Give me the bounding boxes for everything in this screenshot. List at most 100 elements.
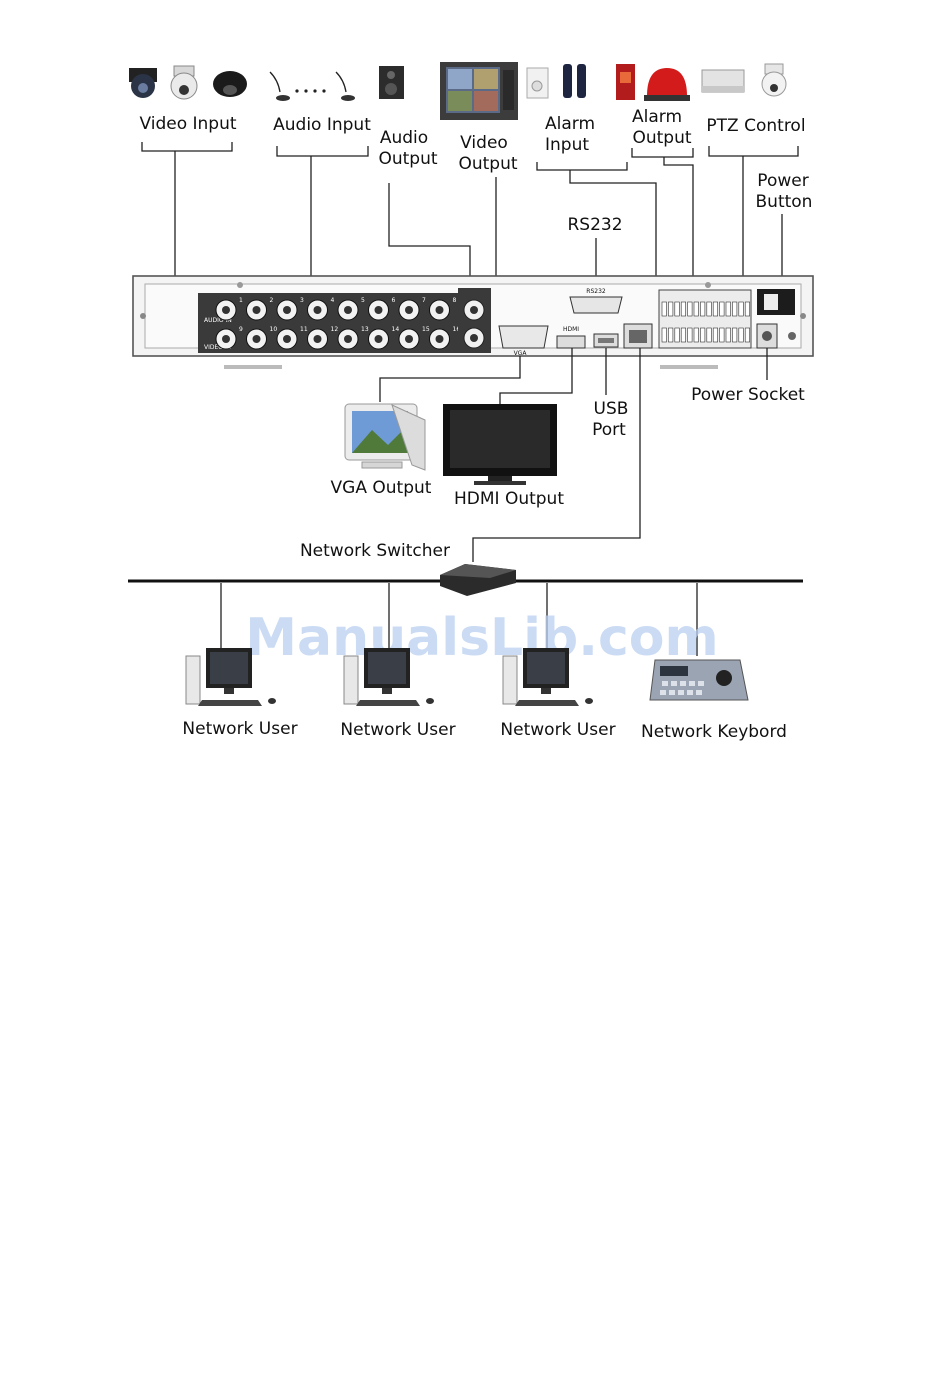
- terminal-pin: [738, 327, 744, 343]
- terminal-pin: [661, 301, 667, 317]
- network-user-computers: [185, 648, 593, 706]
- terminal-pin: [725, 301, 731, 317]
- terminal-pin: [732, 301, 738, 317]
- bnc-number: 15: [422, 326, 430, 333]
- label-hdmi-output: HDMI Output: [454, 489, 564, 509]
- bnc-connector: 6: [368, 297, 396, 321]
- rs232-port-tag: RS232: [586, 288, 606, 295]
- power-button: [757, 289, 795, 315]
- bnc-connector: 15: [398, 326, 430, 350]
- label-vga-output: VGA Output: [331, 478, 432, 498]
- bnc-connector: 9: [215, 326, 243, 350]
- power-socket: [756, 323, 796, 349]
- video-in-tag: VIDEO IN: [204, 344, 231, 351]
- terminal-pin: [693, 301, 699, 317]
- alarm-ptz-terminal-block: [658, 289, 752, 349]
- terminal-pin: [687, 327, 693, 343]
- label-ptz-control: PTZ Control: [706, 116, 805, 136]
- speed-dome-camera-icon: [129, 68, 157, 98]
- terminal-pin: [668, 301, 674, 317]
- label-network-user-1: Network User: [182, 719, 297, 739]
- terminal-pin: [680, 301, 687, 317]
- label-power-button-line1: Power: [757, 171, 808, 191]
- terminal-pin: [744, 301, 751, 317]
- label-rs232: RS232: [567, 215, 622, 235]
- label-network-user-2: Network User: [340, 720, 455, 740]
- bnc-number: 8: [453, 297, 457, 304]
- terminal-pin: [706, 327, 712, 343]
- label-alarm-input-line1: Alarm: [545, 114, 595, 134]
- crt-monitor-icon: [440, 62, 518, 120]
- bnc-connector: 14: [368, 326, 399, 350]
- ptz-camera-icon: [170, 65, 198, 100]
- terminal-pin: [700, 327, 706, 343]
- alarm-beacon-icon: [644, 68, 690, 101]
- desktop-computer-icon: [343, 648, 434, 706]
- desktop-computer-icon: [185, 648, 276, 706]
- bnc-connector: 4: [307, 297, 335, 321]
- microphone-icon: [335, 71, 355, 101]
- rs232-port: RS232: [569, 288, 623, 314]
- beam-sensor-icon: [563, 64, 586, 98]
- label-video-output-line2: Output: [458, 154, 517, 174]
- label-network-keyboard: Network Keybord: [641, 722, 787, 742]
- video-output-bnc: [458, 288, 491, 353]
- terminal-pin: [719, 327, 725, 343]
- bnc-connector: 5: [337, 297, 365, 321]
- network-switch-icon: [440, 564, 516, 596]
- label-audio-output-line2: Output: [378, 149, 437, 169]
- bnc-connector: 10: [246, 326, 277, 350]
- label-usb-port-line2: Port: [592, 420, 626, 440]
- hdmi-lcd-tv-icon: [443, 404, 557, 485]
- label-network-user-3: Network User: [500, 720, 615, 740]
- connector-lines-bottom: [379, 348, 641, 562]
- label-power-socket: Power Socket: [691, 385, 805, 405]
- speaker-icon: [379, 66, 404, 99]
- terminal-pin: [738, 301, 744, 317]
- bnc-connector: 3: [276, 297, 304, 321]
- hdmi-port-tag: HDMI: [563, 326, 579, 333]
- vga-port: VGA: [498, 325, 549, 357]
- terminal-pin: [668, 327, 674, 343]
- terminal-pin: [712, 301, 719, 317]
- microphone-icon: [269, 71, 290, 101]
- bnc-connector: 1: [215, 297, 243, 321]
- vga-monitor-icon: [344, 403, 426, 471]
- ethernet-port: [623, 323, 653, 349]
- label-alarm-input-line2: Input: [545, 135, 589, 155]
- bnc-number: 5: [361, 297, 365, 304]
- audio-in-tag: AUDIO IN: [204, 317, 232, 324]
- terminal-pin: [674, 327, 680, 343]
- bnc-number: 7: [422, 297, 426, 304]
- label-power-button-line2: Button: [756, 192, 813, 212]
- label-video-output-line1: Video: [460, 133, 508, 153]
- label-alarm-output-line2: Output: [632, 128, 691, 148]
- bnc-connector: 7: [398, 297, 426, 321]
- terminal-pin: [661, 327, 667, 343]
- terminal-pin: [700, 301, 706, 317]
- terminal-pin: [744, 327, 751, 343]
- label-audio-input: Audio Input: [273, 115, 371, 135]
- network-drops: [220, 583, 698, 656]
- ptz-decoder-icon: [701, 69, 745, 93]
- strobe-siren-icon: [616, 64, 635, 100]
- bnc-connector: 13: [337, 326, 369, 350]
- terminal-pin: [706, 301, 712, 317]
- terminal-pin: [693, 327, 699, 343]
- vga-port-tag: VGA: [514, 350, 528, 357]
- label-video-input: Video Input: [139, 114, 236, 134]
- network-keyboard-icon: [649, 659, 749, 701]
- label-audio-output-line1: Audio: [380, 128, 428, 148]
- label-alarm-output-line1: Alarm: [632, 107, 682, 127]
- bnc-connector: 2: [246, 297, 274, 321]
- terminal-pin: [680, 327, 687, 343]
- hdmi-port: HDMI: [556, 326, 586, 349]
- bnc-number: 13: [361, 326, 369, 333]
- bnc-number: 2: [270, 297, 274, 304]
- ptz-dome-camera-icon: [761, 63, 787, 97]
- bnc-number: 4: [331, 297, 335, 304]
- terminal-pin: [712, 327, 719, 343]
- usb-port: [593, 333, 619, 348]
- microphone-group-audio-input: [269, 71, 355, 101]
